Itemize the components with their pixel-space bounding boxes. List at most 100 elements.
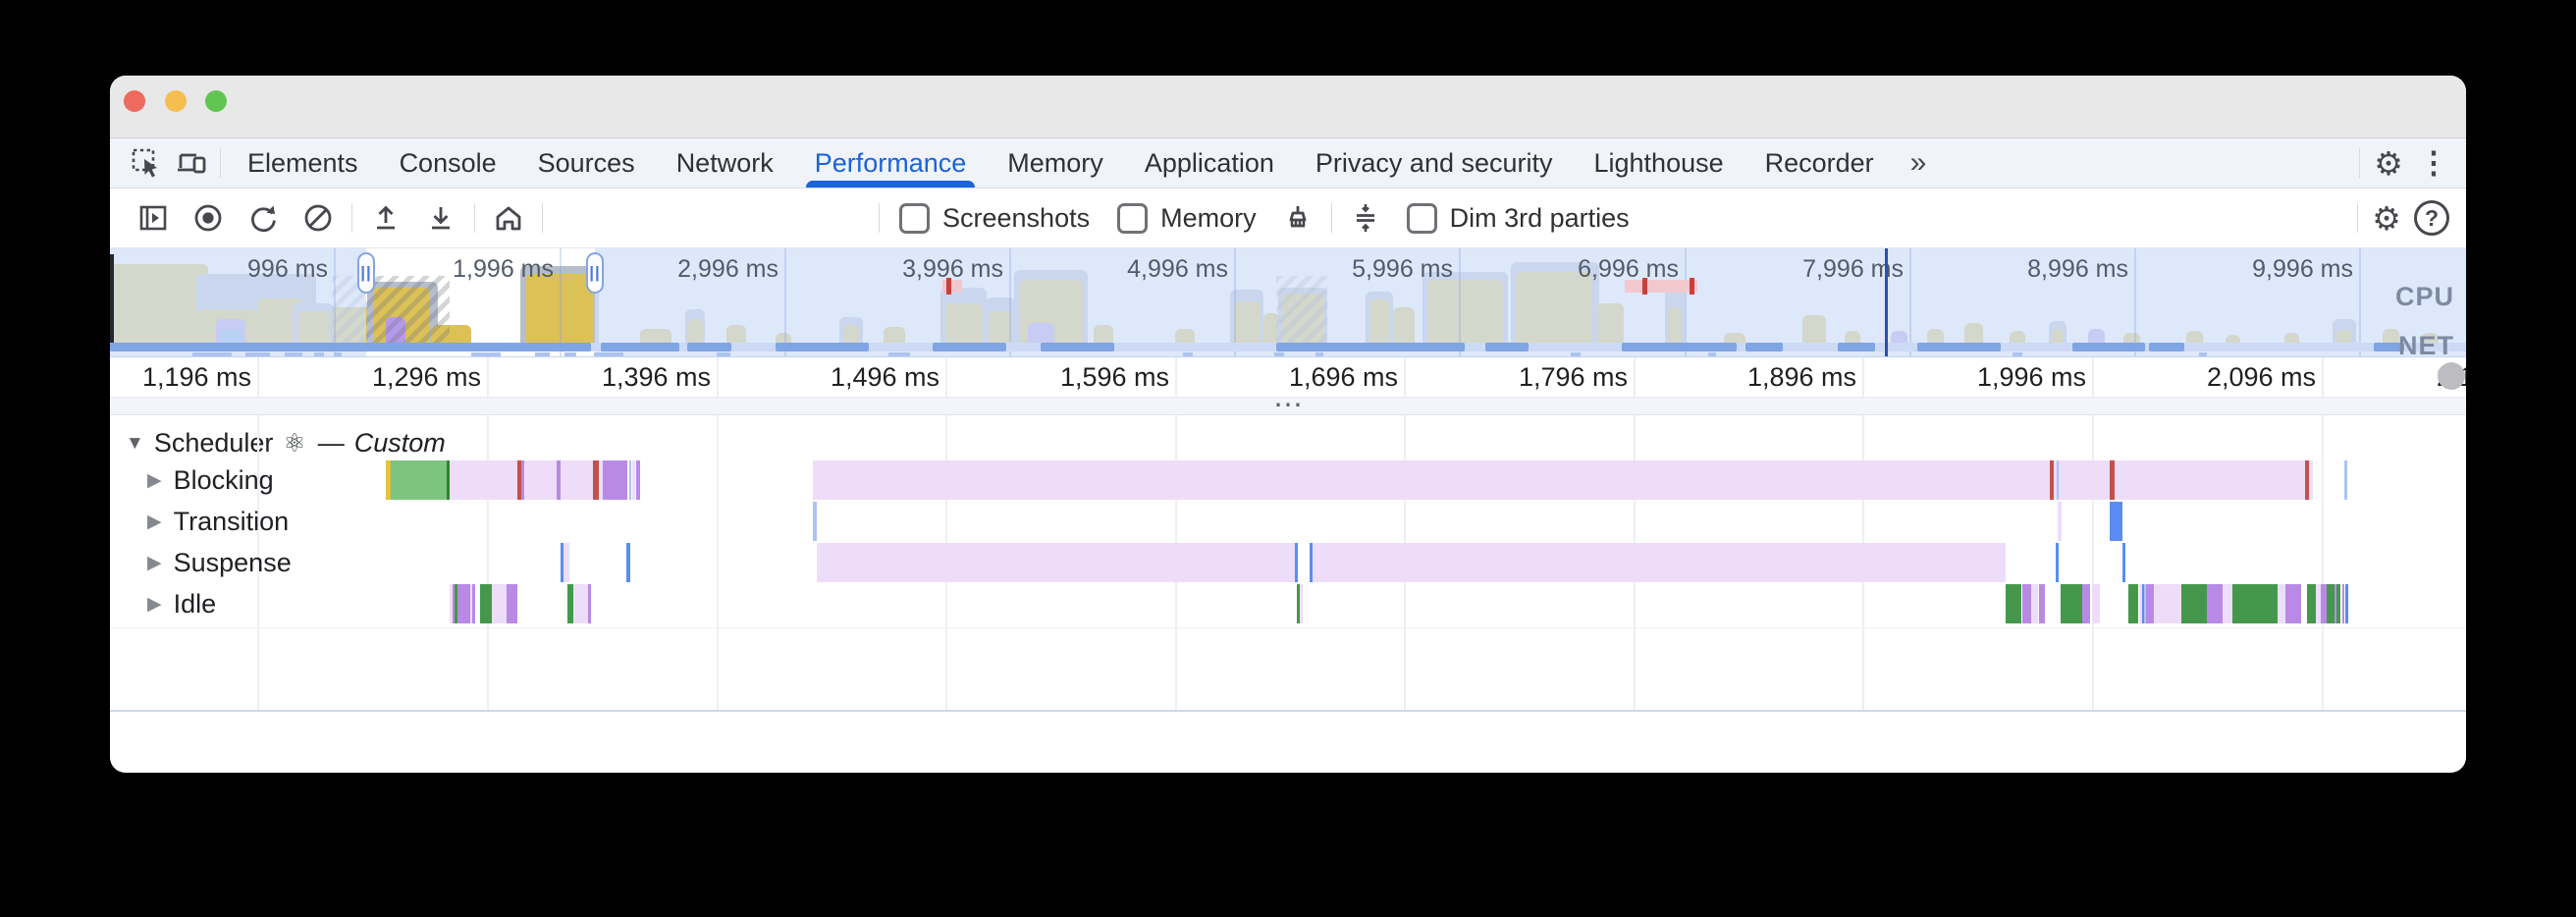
track-bar-segment[interactable]	[2059, 460, 2110, 500]
track-bar-segment[interactable]	[2031, 584, 2038, 623]
track-bar-segment[interactable]	[626, 543, 630, 582]
capture-settings-gear-icon[interactable]: ⚙︎	[2364, 196, 2409, 240]
track-bar-segment[interactable]	[1300, 584, 1303, 623]
screenshots-checkbox[interactable]	[899, 203, 930, 234]
track-bar-segment[interactable]	[629, 460, 631, 500]
row-expander-icon[interactable]: ▶	[147, 469, 162, 492]
track-bar-segment[interactable]	[603, 460, 627, 500]
track-bar-segment[interactable]	[813, 502, 817, 541]
tab-network[interactable]: Network	[656, 138, 794, 188]
track-bar-segment[interactable]	[2122, 543, 2125, 582]
toggle-sidebar-icon[interactable]	[126, 194, 181, 242]
track-row-label-blocking[interactable]: ▶Blocking	[147, 460, 274, 500]
tab-memory[interactable]: Memory	[987, 138, 1124, 188]
pane-resize-divider[interactable]: ⋯	[110, 398, 2466, 415]
track-bar-segment[interactable]	[2327, 584, 2334, 623]
track-bar-segment[interactable]	[2061, 584, 2082, 623]
track-bar-segment[interactable]	[2181, 584, 2207, 623]
dim-3rd-parties-checkbox[interactable]	[1407, 203, 1437, 234]
help-icon[interactable]: ?	[2409, 196, 2454, 240]
tab-console[interactable]: Console	[379, 138, 517, 188]
track-bar-segment[interactable]	[817, 543, 1295, 582]
row-expander-icon[interactable]: ▶	[147, 511, 162, 533]
kebab-menu-icon[interactable]: ⋮	[2411, 141, 2456, 185]
track-bar-segment[interactable]	[2115, 460, 2305, 500]
track-bar-segment[interactable]	[2207, 584, 2223, 623]
track-bar-segment[interactable]	[2082, 584, 2090, 623]
tab-lighthouse[interactable]: Lighthouse	[1574, 138, 1744, 188]
toggle-device-toolbar-icon[interactable]	[169, 141, 214, 185]
row-expander-icon[interactable]: ▶	[147, 593, 162, 616]
track-bar-segment[interactable]	[2232, 584, 2278, 623]
track-bar-segment[interactable]	[2342, 584, 2344, 623]
track-row-label-suspense[interactable]: ▶Suspense	[147, 543, 292, 582]
tab-performance[interactable]: Performance	[794, 138, 988, 188]
track-row-label-idle[interactable]: ▶Idle	[147, 584, 216, 623]
track-bar-segment[interactable]	[588, 584, 591, 623]
track-bar-segment[interactable]	[2309, 460, 2313, 500]
save-profile-icon[interactable]	[413, 194, 468, 242]
memory-checkbox-item[interactable]: Memory	[1117, 203, 1257, 234]
screenshots-checkbox-item[interactable]: Screenshots	[899, 203, 1090, 234]
tab-application[interactable]: Application	[1124, 138, 1295, 188]
track-bar-segment[interactable]	[2146, 584, 2154, 623]
track-bar-segment[interactable]	[2223, 584, 2232, 623]
scrollbar-thumb[interactable]	[2438, 362, 2465, 390]
track-bar-segment[interactable]	[564, 543, 569, 582]
track-bar-segment[interactable]	[457, 584, 470, 623]
minimize-window-button[interactable]	[165, 90, 187, 112]
more-tabs-icon[interactable]: »	[1895, 146, 1943, 180]
track-bar-segment[interactable]	[2285, 584, 2301, 623]
live-metrics-home-icon[interactable]	[481, 194, 536, 242]
track-bar-segment[interactable]	[480, 584, 492, 623]
track-bar-segment[interactable]	[472, 584, 475, 623]
track-bar-segment[interactable]	[632, 460, 635, 500]
selection-handle-right[interactable]: ||	[586, 252, 604, 294]
track-bar-segment[interactable]	[2056, 543, 2059, 582]
collapse-sections-icon[interactable]	[1338, 194, 1393, 242]
track-bar-segment[interactable]	[813, 460, 2050, 500]
record-and-reload-icon[interactable]	[236, 194, 291, 242]
zoom-window-button[interactable]	[205, 90, 227, 112]
dim-3rd-parties-checkbox-item[interactable]: Dim 3rd parties	[1407, 203, 1630, 234]
track-bar-segment[interactable]	[561, 460, 593, 500]
inspect-element-icon[interactable]	[124, 141, 169, 185]
selection-handle-left[interactable]: ||	[357, 252, 375, 294]
track-bar-segment[interactable]	[2006, 584, 2021, 623]
track-area[interactable]: ▼ Scheduler ⚛︎ — Custom ▶Blocking▶Transi…	[110, 415, 2466, 710]
row-expander-icon[interactable]: ▶	[147, 552, 162, 574]
track-bar-segment[interactable]	[1295, 543, 1298, 582]
clear-icon[interactable]	[291, 194, 346, 242]
track-bar-segment[interactable]	[2110, 502, 2122, 541]
collect-garbage-icon[interactable]	[1270, 194, 1325, 242]
tab-elements[interactable]: Elements	[227, 138, 379, 188]
timeline-overview[interactable]: 996 ms1,996 ms2,996 ms3,996 ms4,996 ms5,…	[110, 248, 2466, 357]
load-profile-icon[interactable]	[358, 194, 413, 242]
track-bar-segment[interactable]	[2344, 460, 2347, 500]
track-bar-segment[interactable]	[2278, 584, 2285, 623]
track-bar-segment[interactable]	[2058, 502, 2062, 541]
track-bar-segment[interactable]	[636, 460, 640, 500]
track-bar-segment[interactable]	[450, 460, 517, 500]
track-row-label-transition[interactable]: ▶Transition	[147, 502, 289, 541]
track-bar-segment[interactable]	[2336, 584, 2340, 623]
close-window-button[interactable]	[124, 90, 145, 112]
track-bar-segment[interactable]	[492, 584, 507, 623]
record-icon[interactable]	[181, 194, 236, 242]
track-bar-segment[interactable]	[2092, 584, 2100, 623]
track-bar-segment[interactable]	[524, 460, 557, 500]
tab-privacy-and-security[interactable]: Privacy and security	[1295, 138, 1574, 188]
tab-sources[interactable]: Sources	[517, 138, 656, 188]
track-bar-segment[interactable]	[2022, 584, 2031, 623]
track-bar-segment[interactable]	[2307, 584, 2316, 623]
scheduler-expander-icon[interactable]: ▼	[126, 433, 144, 455]
track-bar-segment[interactable]	[2039, 584, 2045, 623]
settings-gear-icon[interactable]: ⚙︎	[2366, 141, 2411, 185]
track-bar-segment[interactable]	[391, 460, 447, 500]
memory-checkbox[interactable]	[1117, 203, 1148, 234]
track-bar-segment[interactable]	[2345, 584, 2348, 623]
track-bar-segment[interactable]	[507, 584, 517, 623]
track-bar-segment[interactable]	[1313, 543, 2006, 582]
scheduler-track-header[interactable]: ▼ Scheduler ⚛︎ — Custom	[126, 428, 446, 458]
tab-recorder[interactable]: Recorder	[1744, 138, 1895, 188]
